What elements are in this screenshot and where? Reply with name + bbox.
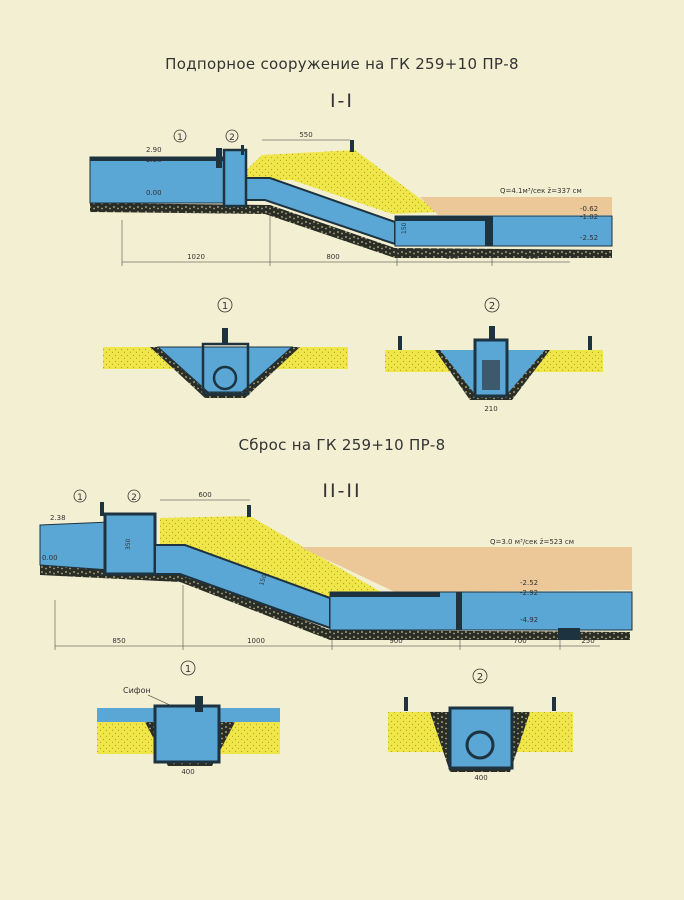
detail-2-width-lower: 400	[474, 774, 487, 782]
detail-2-width-upper: 210	[484, 405, 497, 413]
siphon-label: Сифон	[123, 686, 151, 695]
dim-800: 800	[326, 253, 339, 261]
downstream-bank	[420, 197, 612, 215]
dim-250: 250	[581, 637, 594, 645]
elev-minus-1-02: -1.02	[580, 213, 598, 221]
marker-1-lower-label: 1	[77, 493, 83, 503]
section-2-detail-2: 2 400	[388, 668, 573, 782]
gravel-bed-lower	[40, 565, 630, 640]
elev-minus-2-92: -2.92	[520, 589, 538, 597]
section-2-profile: 350 150 1 2 600 2.38 0.00 Q=3.0 м³/сек z…	[39, 489, 633, 650]
marker-2-upper-label: 2	[229, 133, 235, 143]
embankment-soil	[236, 150, 438, 214]
section-1-detail-1: 1	[103, 297, 348, 398]
section-label-1: I-I	[329, 90, 355, 112]
elev-2-38: 2.38	[146, 156, 162, 164]
section-1-detail-2: 2 210	[385, 297, 603, 413]
marker-2-lower	[127, 489, 141, 503]
dim-150-upper: 150	[401, 222, 408, 234]
dim-700: 700	[513, 637, 526, 645]
detail-2-lower-marker: 2	[477, 672, 483, 683]
siphon-tower	[103, 512, 157, 576]
dim-600-upper: 600	[445, 253, 458, 261]
dim-600-top-lower: 600	[198, 491, 211, 499]
detail-2-upper-marker: 2	[489, 301, 495, 312]
marker-1-upper-label: 1	[177, 133, 183, 143]
elev-2-90: 2.90	[146, 146, 162, 154]
dim-550: 550	[299, 131, 312, 139]
elev-minus-2-52: -2.52	[580, 234, 598, 242]
detail-1-width-lower: 400	[181, 768, 194, 776]
marker-1-lower	[73, 489, 87, 503]
marker-1-upper	[173, 129, 187, 143]
detail-1-upper-marker: 1	[222, 301, 228, 312]
embankment-soil-lower	[160, 516, 395, 603]
elev-minus-4-92: -4.92	[520, 616, 538, 624]
flow-rate-lower: Q=3.0 м³/сек z̄=523 см	[490, 538, 574, 546]
dim-850: 850	[112, 637, 125, 645]
title-upper-structure: Подпорное сооружение на ГК 259+10 ПР-8	[165, 55, 519, 73]
dim-500: 500	[525, 253, 538, 261]
flow-rate-upper: Q=4.1м³/сек z̄=337 см	[500, 187, 582, 195]
gate-tower	[222, 148, 248, 208]
marker-2-lower-label: 2	[131, 493, 137, 503]
dim-150-lower: 150	[258, 573, 268, 586]
elev-0-00: 0.00	[146, 189, 162, 197]
elev-2-38-lower: 2.38	[50, 514, 66, 522]
dim-1000: 1000	[247, 637, 265, 645]
title-lower-structure: Сброс на ГК 259+10 ПР-8	[238, 436, 446, 454]
upstream-water-lower	[39, 521, 111, 571]
elev-minus-2-52-lower: -2.52	[520, 579, 538, 587]
downstream-bank-lower	[300, 547, 632, 592]
dim-900: 900	[389, 637, 402, 645]
detail-1-lower-marker: 1	[185, 664, 191, 675]
elev-minus-0-62: -0.62	[580, 205, 598, 213]
dim-1020: 1020	[187, 253, 205, 261]
dim-350: 350	[125, 538, 132, 550]
section-label-2: II-II	[322, 480, 362, 502]
downstream-channel-lower	[329, 591, 633, 631]
marker-2-upper	[225, 129, 239, 143]
gravel-bed	[90, 203, 612, 258]
section-2-detail-1: 1 Сифон 400	[97, 660, 280, 776]
elev-0-00-lower: 0.00	[42, 554, 58, 562]
section-1-profile: 1 2 550 2.90 2.38 0.00 Q=4.1м³/сек z̄=33…	[89, 129, 613, 266]
